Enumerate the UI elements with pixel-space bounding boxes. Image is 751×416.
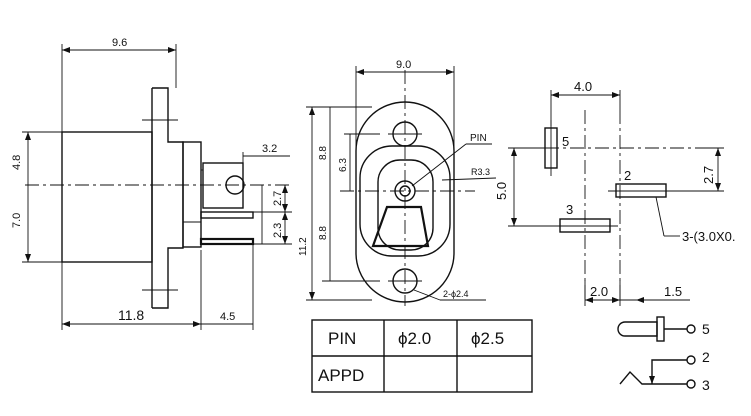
dim-front-upper: 8.8: [318, 146, 329, 160]
front-socket: [377, 159, 434, 251]
dim-bottom-right: 4.5: [220, 311, 235, 323]
pcb-layout: 5 2 3 4.0 5.0 2.7 3-(3.0X0.: [494, 79, 735, 306]
label-holes: 2-ϕ2.4: [443, 289, 469, 299]
pcb-note: 3-(3.0X0.: [682, 229, 735, 244]
dim-pcb-vertical: 5.0: [494, 182, 509, 200]
pad-2: [615, 183, 667, 198]
plug-barrel: [617, 321, 658, 337]
dim-front-inner: 6.3: [338, 158, 349, 172]
schematic-symbol: 5 2 3: [617, 316, 710, 393]
label-radius: R3.3: [471, 167, 490, 177]
schematic-pin-3: 3: [702, 377, 710, 393]
table-header-d20: ϕ2.0: [398, 329, 431, 348]
front-view: 9.0 8.8 6.3 8.8 11.2 PIN R3.3 2-ϕ2.4: [298, 59, 497, 306]
dim-pin-lower: 2.3: [272, 223, 284, 238]
label-pin: PIN: [470, 133, 487, 144]
dim-left-lower: 7.0: [11, 213, 23, 228]
table-row-appd: APPD: [318, 366, 364, 385]
dim-pin-upper: 2.7: [272, 191, 284, 206]
dim-bottom-width: 11.8: [118, 307, 144, 323]
side-flange: [152, 87, 184, 309]
dim-front-total: 11.2: [298, 237, 309, 256]
schematic-pin-5: 5: [702, 321, 710, 337]
dim-pcb-right: 2.7: [701, 166, 716, 184]
dim-pcb-top: 4.0: [574, 79, 592, 94]
side-view: 9.6 4.8 7.0 11.8 4.5 3.2 2.7 2.3: [11, 37, 292, 330]
front-contact: [371, 205, 430, 248]
pin-table: PIN ϕ2.0 ϕ2.5 APPD: [311, 319, 533, 393]
schematic-pin-2: 2: [702, 349, 710, 365]
dim-tab-height: 3.2: [262, 143, 277, 155]
dim-front-top: 9.0: [396, 59, 411, 71]
plug-flange: [656, 316, 665, 342]
pad-5-label: 5: [562, 134, 569, 149]
dim-front-lower: 8.8: [318, 226, 329, 240]
side-body: [61, 131, 153, 263]
pad-2-label: 2: [624, 168, 631, 183]
dim-left-upper: 4.8: [11, 155, 23, 170]
dim-pcb-bottom-right: 1.5: [664, 284, 682, 299]
dim-top-width: 9.6: [112, 37, 127, 49]
table-header-pin: PIN: [328, 329, 356, 348]
pad-3-label: 3: [566, 202, 573, 217]
pin-lower: [199, 237, 255, 246]
pin-upper: [200, 211, 254, 219]
table-header-d25: ϕ2.5: [471, 329, 504, 348]
dim-pcb-bottom-left: 2.0: [590, 284, 608, 299]
